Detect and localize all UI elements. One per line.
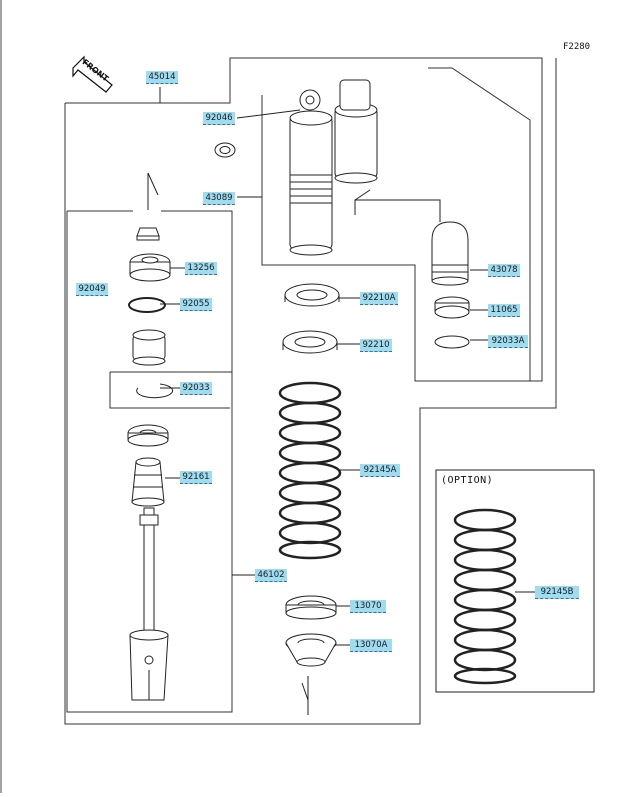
shock-body-icon (289, 79, 378, 256)
part-label-92145a[interactable]: 92145A (360, 464, 400, 477)
collar-13256-icon (129, 253, 171, 282)
part-label-92145b[interactable]: 92145B (535, 586, 579, 599)
spring-seat-13070-icon (285, 595, 337, 620)
gasket-11065-icon (434, 296, 470, 319)
ring-92033a-icon (434, 335, 470, 349)
option-box (435, 469, 595, 693)
part-label-13256[interactable]: 13256 (185, 262, 217, 275)
option-label: (OPTION) (441, 475, 494, 486)
part-label-13070a[interactable]: 13070A (350, 639, 392, 652)
nut-92210a-icon (284, 283, 340, 307)
nut-92210-icon (282, 330, 338, 354)
o-ring-92055-icon (128, 297, 166, 313)
diagram-code: F2280 (563, 42, 591, 52)
part-label-92210[interactable]: 92210 (360, 339, 392, 352)
part-label-92210a[interactable]: 92210A (360, 292, 398, 305)
front-arrow-icon (72, 55, 113, 93)
part-label-45014[interactable]: 45014 (146, 71, 178, 84)
piston-rod-icon (129, 507, 169, 701)
circlip-92033-icon (136, 383, 174, 399)
assembly-outline (65, 57, 543, 382)
spring-92145a-icon (278, 381, 342, 560)
part-label-92055[interactable]: 92055 (180, 298, 212, 311)
bump-rubber-92161-icon (131, 457, 165, 507)
nut-92049-icon (136, 227, 160, 241)
spring-seat-13070a-icon (285, 633, 337, 667)
reservoir-cap-icon (431, 221, 469, 286)
part-label-92033a[interactable]: 92033A (488, 335, 528, 348)
part-label-13070[interactable]: 13070 (350, 600, 386, 613)
part-label-92033[interactable]: 92033 (180, 382, 212, 395)
part-label-92049[interactable]: 92049 (76, 283, 108, 296)
washer-icon (127, 424, 169, 447)
part-label-43078[interactable]: 43078 (488, 264, 520, 277)
part-label-92046[interactable]: 92046 (203, 112, 235, 125)
spring-92145b-icon (453, 508, 517, 685)
bushing-92046-icon (214, 142, 236, 158)
part-label-11065[interactable]: 11065 (488, 304, 520, 317)
part-label-46102[interactable]: 46102 (255, 569, 287, 582)
part-label-92161[interactable]: 92161 (180, 471, 212, 484)
seal-head-icon (132, 329, 166, 366)
part-label-43089[interactable]: 43089 (203, 192, 235, 205)
